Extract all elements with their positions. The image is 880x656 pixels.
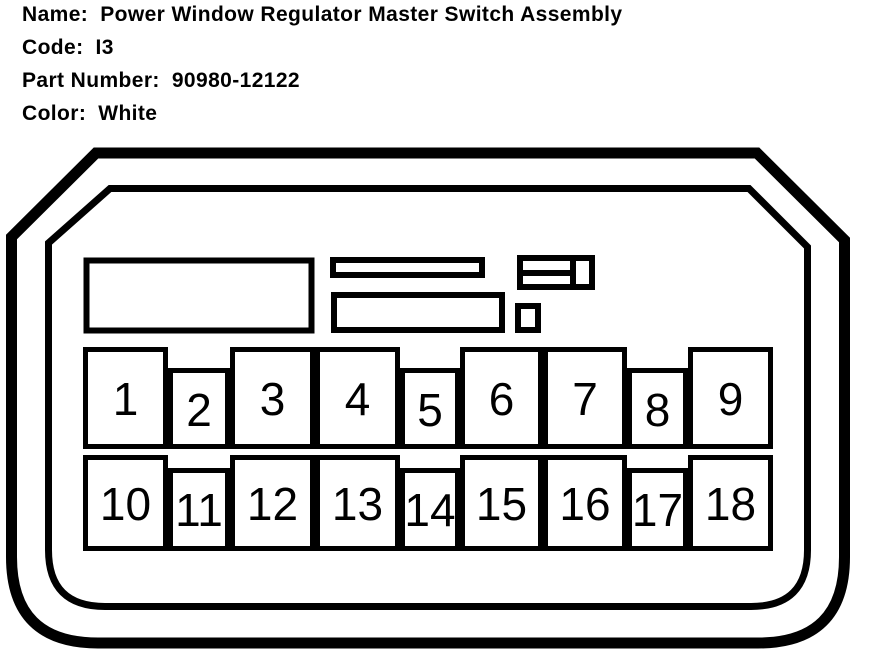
pin-18-number: 18 — [705, 478, 756, 530]
pin-10-number: 10 — [100, 478, 151, 530]
pin-5-cavity — [400, 368, 460, 449]
pin-8-cavity — [627, 368, 688, 449]
pin-4-cavity — [315, 347, 400, 449]
pin-6: 6 — [460, 347, 543, 449]
keyway-slot-top — [330, 257, 485, 278]
pin-16-number: 16 — [559, 478, 610, 530]
pin-17-number: 17 — [632, 484, 683, 536]
pin-13-number: 13 — [332, 478, 383, 530]
pin-7: 7 — [543, 347, 627, 449]
part-info-header: Name: Power Window Regulator Master Swit… — [22, 0, 623, 130]
pin-18: 18 — [688, 455, 773, 551]
pin-14: 14 — [400, 468, 460, 551]
pin-12: 12 — [230, 455, 315, 551]
pin-13-cavity — [315, 455, 400, 551]
pin-2: 2 — [168, 368, 230, 449]
part-name-value: Power Window Regulator Master Switch Ass… — [100, 3, 623, 26]
pin-15-number: 15 — [476, 478, 527, 530]
pin-7-number: 7 — [572, 373, 598, 425]
part-number-value: 90980-12122 — [171, 69, 301, 92]
pin-6-number: 6 — [489, 373, 515, 425]
pin-4: 4 — [315, 347, 400, 449]
part-color-row: Color: White — [22, 97, 623, 130]
pin-2-number: 2 — [186, 384, 212, 436]
part-color-value: White — [98, 102, 158, 125]
part-color-label: Color: — [22, 102, 87, 125]
pin-4-number: 4 — [345, 373, 371, 425]
pin-7-cavity — [543, 347, 627, 449]
pin-10-cavity — [83, 455, 168, 551]
keyway-small-rect — [515, 303, 541, 333]
pin-3: 3 — [230, 347, 315, 449]
pin-15: 15 — [460, 455, 543, 551]
pin-3-cavity — [230, 347, 315, 449]
pin-1: 1 — [83, 347, 168, 449]
keyway-slot-bottom — [331, 292, 505, 333]
pin-18-cavity — [688, 455, 773, 551]
keyway-divided-box — [517, 255, 595, 290]
connector-outer-shell — [5, 147, 850, 649]
pin-10: 10 — [83, 455, 168, 551]
pin-11-cavity — [168, 468, 230, 551]
pin-12-cavity — [230, 455, 315, 551]
pin-6-cavity — [460, 347, 543, 449]
pin-9-number: 9 — [718, 373, 744, 425]
pin-8: 8 — [627, 368, 688, 449]
part-number-row: Part Number: 90980-12122 — [22, 64, 623, 97]
pin-5-number: 5 — [417, 384, 443, 436]
pin-12-number: 12 — [247, 478, 298, 530]
pin-13: 13 — [315, 455, 400, 551]
pin-2-cavity — [168, 368, 230, 449]
part-code-row: Code: I3 — [22, 31, 623, 64]
pin-16: 16 — [543, 455, 627, 551]
pin-1-number: 1 — [113, 373, 139, 425]
part-name-row: Name: Power Window Regulator Master Swit… — [22, 0, 623, 31]
pin-11-number: 11 — [175, 484, 223, 536]
pin-5: 5 — [400, 368, 460, 449]
pin-14-number: 14 — [404, 484, 455, 536]
pin-8-number: 8 — [645, 384, 671, 436]
pin-3-number: 3 — [260, 373, 286, 425]
pin-9-cavity — [688, 347, 773, 449]
part-number-label: Part Number: — [22, 69, 160, 92]
part-code-value: I3 — [95, 36, 114, 59]
part-name-label: Name: — [22, 3, 89, 26]
connector-inner-shell — [45, 185, 811, 610]
pin-17-cavity — [627, 468, 688, 551]
pin-1-cavity — [83, 347, 168, 449]
keyway-large-rect — [83, 257, 315, 334]
pin-16-cavity — [543, 455, 627, 551]
pin-17: 17 — [627, 468, 688, 551]
pin-15-cavity — [460, 455, 543, 551]
pin-14-cavity — [400, 468, 460, 551]
pin-11: 11 — [168, 468, 230, 551]
part-code-label: Code: — [22, 36, 84, 59]
pin-9: 9 — [688, 347, 773, 449]
